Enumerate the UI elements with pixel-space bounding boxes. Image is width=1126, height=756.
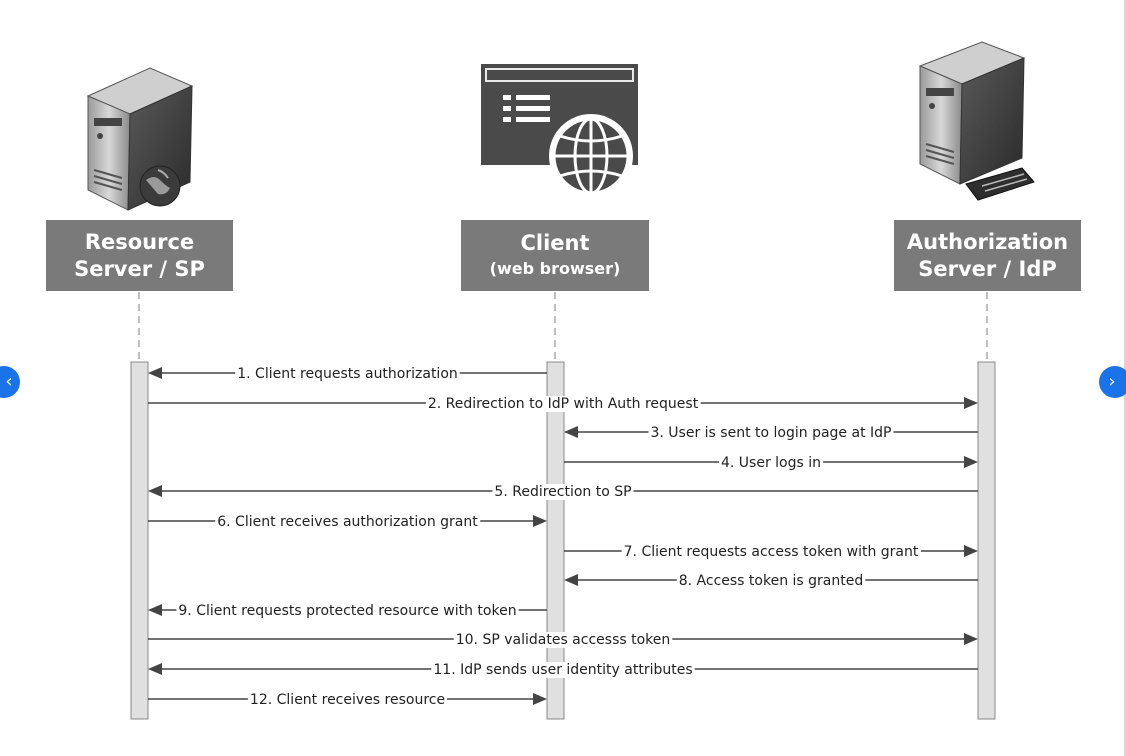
- message-label-background: [676, 573, 866, 589]
- prev-button[interactable]: ‹: [0, 366, 20, 398]
- message-arrows: 1. Client requests authorization 2. Redir…: [148, 366, 978, 708]
- arrowhead-icon: [533, 515, 547, 527]
- message-label-background: [215, 514, 481, 530]
- client-box: Client (web browser): [461, 220, 649, 291]
- client-activation: [546, 361, 565, 720]
- message-label: 10. SP validates accesss token: [456, 632, 671, 648]
- message-2: 2. Redirection to IdP with Auth request: [148, 396, 978, 412]
- message-label-background: [425, 396, 701, 412]
- message-label: 6. Client receives authorization grant: [217, 514, 478, 530]
- message-label-background: [492, 484, 634, 500]
- resource-server-icon: [86, 67, 194, 211]
- message-3: 3. User is sent to login page at IdP: [564, 425, 978, 441]
- message-label-background: [453, 632, 673, 648]
- chevron-left-icon: ‹: [5, 371, 13, 392]
- auth-server-activation: [977, 361, 996, 720]
- message-label-background: [176, 603, 519, 619]
- arrowhead-icon: [564, 574, 578, 586]
- message-11: 11. IdP sends user identity attributes: [148, 662, 978, 678]
- resource-server-box: Resource Server / SP: [46, 220, 233, 291]
- message-label: 5. Redirection to SP: [494, 484, 631, 500]
- arrowhead-icon: [964, 456, 978, 468]
- message-label: 4. User logs in: [721, 455, 821, 471]
- message-label: 9. Client requests protected resource wi…: [178, 603, 516, 619]
- arrowhead-icon: [148, 604, 162, 616]
- message-6: 6. Client receives authorization grant: [148, 514, 547, 530]
- message-5: 5. Redirection to SP: [148, 484, 978, 500]
- auth-server-icon: [918, 41, 1035, 201]
- message-label-background: [621, 544, 921, 560]
- message-7: 7. Client requests access token with gra…: [564, 544, 978, 560]
- message-label: 7. Client requests access token with gra…: [624, 544, 919, 560]
- auth-server-title: Authorization: [906, 229, 1069, 254]
- message-label-background: [648, 425, 894, 441]
- message-label: 3. User is sent to login page at IdP: [651, 425, 892, 441]
- client-title: Client: [520, 231, 590, 255]
- message-label-background: [247, 692, 448, 708]
- resource-server-title: Resource: [84, 229, 195, 254]
- arrowhead-icon: [964, 397, 978, 409]
- message-4: 4. User logs in: [564, 455, 978, 471]
- chevron-right-icon: ›: [1108, 371, 1116, 392]
- message-label: 1. Client requests authorization: [237, 366, 458, 382]
- message-10: 10. SP validates accesss token: [148, 632, 978, 648]
- message-1: 1. Client requests authorization: [148, 366, 547, 382]
- arrowhead-icon: [964, 633, 978, 645]
- message-label-background: [431, 662, 695, 678]
- message-label: 2. Redirection to IdP with Auth request: [428, 396, 699, 412]
- arrowhead-icon: [148, 367, 162, 379]
- client-browser-icon: [481, 64, 638, 198]
- next-button[interactable]: ›: [1099, 366, 1126, 398]
- message-9: 9. Client requests protected resource wi…: [148, 603, 547, 619]
- auth-server-box: Authorization Server / IdP: [894, 220, 1081, 291]
- arrowhead-icon: [964, 545, 978, 557]
- arrowhead-icon: [148, 485, 162, 497]
- message-label: 11. IdP sends user identity attributes: [433, 662, 692, 678]
- client-subtitle: (web browser): [489, 259, 621, 278]
- auth-server-subtitle: Server / IdP: [918, 256, 1057, 281]
- message-label: 8. Access token is granted: [679, 573, 864, 589]
- arrowhead-icon: [148, 663, 162, 675]
- message-12: 12. Client receives resource: [148, 692, 547, 708]
- resource-server-subtitle: Server / SP: [74, 256, 205, 281]
- arrowhead-icon: [564, 426, 578, 438]
- message-label-background: [718, 455, 824, 471]
- message-label: 12. Client receives resource: [250, 692, 445, 708]
- message-8: 8. Access token is granted: [564, 573, 978, 589]
- message-label-background: [235, 366, 460, 382]
- resource-server-activation: [130, 361, 149, 720]
- arrowhead-icon: [533, 693, 547, 705]
